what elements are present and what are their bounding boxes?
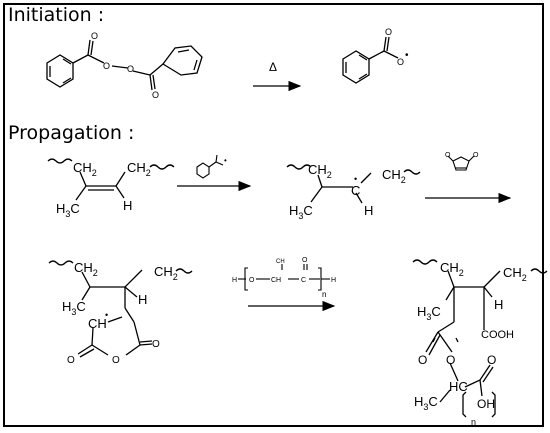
h3c-label: H3C bbox=[289, 203, 313, 221]
pla-unit bbox=[238, 264, 330, 291]
radical-dot: • bbox=[105, 310, 108, 320]
benzoyloxy-radical bbox=[342, 36, 399, 84]
radical-dot: • bbox=[354, 174, 357, 184]
h3c-label: H3C bbox=[414, 394, 438, 412]
atom-h: H bbox=[232, 277, 237, 284]
cooh-label: COOH bbox=[481, 329, 514, 341]
radical-carbon: C bbox=[351, 183, 360, 198]
atom-o: O bbox=[487, 353, 496, 367]
atom-o: O bbox=[152, 90, 159, 100]
diagram-frame bbox=[3, 3, 544, 427]
repeat-n: n bbox=[322, 290, 326, 299]
atom-o: O bbox=[397, 57, 404, 67]
benzoyloxy-small bbox=[196, 154, 224, 179]
atom-c: C bbox=[301, 277, 306, 284]
ch2-label: CH2 bbox=[503, 265, 527, 283]
anhydride-adduct bbox=[48, 260, 193, 358]
propagation-heading: Propagation : bbox=[8, 122, 135, 144]
atom-o: O bbox=[67, 355, 75, 366]
ch2-label: CH2 bbox=[440, 260, 464, 278]
ch-label: CH bbox=[88, 316, 107, 331]
atom-o: O bbox=[112, 355, 120, 366]
h-label: H bbox=[364, 203, 373, 218]
h3c-label: H3C bbox=[56, 201, 80, 219]
atom-o: O bbox=[152, 339, 160, 350]
maleic-anhydride-small bbox=[447, 155, 475, 171]
grafted-product bbox=[412, 259, 548, 418]
atom-o: O bbox=[91, 31, 98, 41]
atom-o: O bbox=[127, 64, 134, 74]
radical-dot: • bbox=[405, 50, 409, 61]
ch2-label: CH2 bbox=[382, 167, 406, 185]
atom-h: H bbox=[331, 277, 336, 284]
hc-label: HC bbox=[449, 379, 468, 394]
h-label: H bbox=[123, 198, 132, 213]
ch2-label: CH2 bbox=[308, 162, 332, 180]
atom-o: O bbox=[418, 353, 427, 367]
atom-o: O bbox=[302, 257, 308, 264]
oh-label: OH bbox=[477, 397, 495, 411]
radical-dot: • bbox=[224, 156, 227, 165]
h3c-label: H3C bbox=[417, 304, 441, 322]
h-label: H bbox=[138, 292, 147, 307]
radical-intermediate bbox=[286, 164, 421, 204]
initiation-heading: Initiation : bbox=[8, 4, 105, 26]
atom-o: O bbox=[249, 277, 255, 284]
olefin-unit bbox=[47, 158, 175, 201]
atom-o: O bbox=[473, 152, 479, 159]
ch2-label: CH2 bbox=[154, 264, 178, 282]
ch2-label: CH2 bbox=[73, 160, 97, 178]
ch2-label: CH2 bbox=[74, 260, 98, 278]
atom-o: O bbox=[446, 353, 455, 367]
repeat-n: n bbox=[471, 417, 476, 427]
ch2-label: CH2 bbox=[127, 160, 151, 178]
benzoyl-peroxide bbox=[46, 39, 203, 91]
atom-o: O bbox=[103, 61, 110, 71]
atom-o: O bbox=[445, 152, 451, 159]
h-label: H bbox=[494, 297, 503, 312]
ch-label: CH bbox=[271, 277, 281, 284]
heat-label: Δ bbox=[269, 60, 277, 74]
atom-o: O bbox=[385, 27, 392, 37]
h3c-label: H3C bbox=[62, 299, 86, 317]
ch3-label: CH bbox=[276, 259, 285, 265]
